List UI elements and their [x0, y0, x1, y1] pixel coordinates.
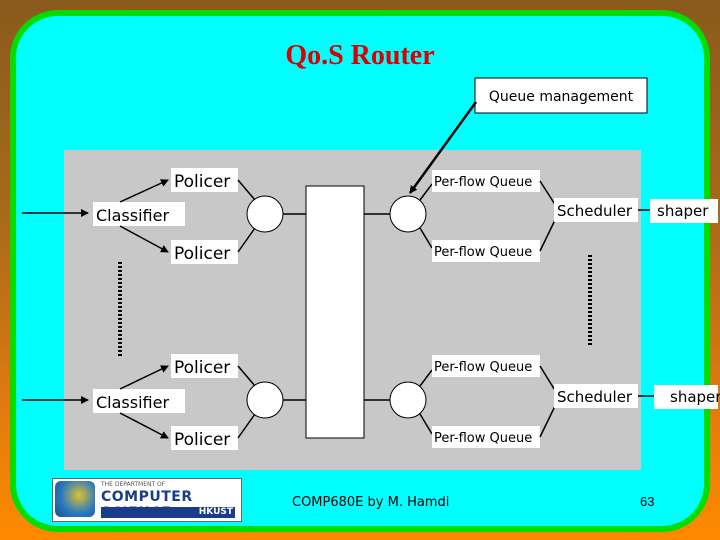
policer-label: Policer — [174, 430, 230, 450]
department-logo: THE DEPARTMENT OF COMPUTER SCIENCE HKUST — [52, 478, 242, 522]
classifier-box — [93, 202, 185, 226]
connector-line — [539, 365, 557, 393]
scheduler-box — [554, 384, 638, 408]
policer-box — [171, 168, 238, 192]
policer-merge-node — [246, 195, 284, 233]
policer-label: Policer — [174, 244, 230, 264]
connector-line — [237, 179, 256, 201]
queue-management-arrow — [408, 101, 478, 194]
connector-line — [237, 227, 256, 253]
connector-line — [237, 365, 256, 387]
connector-line — [419, 227, 433, 249]
switch-fabric — [305, 185, 365, 439]
policer-label: Policer — [174, 358, 230, 378]
logo-bar — [101, 507, 235, 518]
policer-merge-node — [246, 381, 284, 419]
slide-title: Qo.S Router — [285, 40, 435, 71]
classifier-to-policer-arrow — [119, 225, 169, 253]
connector-line — [419, 369, 433, 387]
hkust-emblem-icon — [55, 481, 95, 517]
connector-line — [539, 180, 557, 207]
footer-text: COMP680E by M. Hamdi — [292, 495, 450, 510]
scheduler-label: Scheduler — [557, 202, 633, 220]
shaper-box — [654, 385, 718, 409]
queue-split-node — [389, 381, 427, 419]
classifier-label: Classifier — [96, 393, 169, 412]
page-number: 63 — [640, 494, 655, 509]
per-flow-queue-box — [432, 170, 540, 192]
shaper-box — [650, 199, 718, 223]
connector-line — [419, 413, 433, 435]
logo-school: HKUST — [198, 507, 233, 517]
scheduler-label: Scheduler — [557, 388, 633, 406]
shaper-label: shaper — [657, 202, 709, 220]
classifier-label: Classifier — [96, 206, 169, 225]
shaper-label: shaper — [670, 388, 720, 406]
per-flow-queue-label: Per-flow Queue — [434, 360, 532, 375]
scheduler-box — [554, 198, 638, 222]
classifier-box — [93, 389, 185, 413]
queue-management-box — [474, 77, 648, 114]
policer-box — [171, 354, 238, 378]
classifier-to-policer-arrow — [119, 179, 169, 203]
per-flow-queue-label: Per-flow Queue — [434, 175, 532, 190]
policer-box — [171, 240, 238, 264]
connector-line — [419, 183, 433, 201]
queue-management-label: Queue management — [489, 89, 634, 105]
queue-split-node — [389, 195, 427, 233]
per-flow-queue-box — [432, 426, 540, 448]
policer-box — [171, 426, 238, 450]
policer-label: Policer — [174, 172, 230, 192]
connector-line — [237, 413, 256, 439]
connector-line — [539, 403, 557, 438]
per-flow-queue-label: Per-flow Queue — [434, 431, 532, 446]
per-flow-queue-box — [432, 240, 540, 262]
connector-line — [539, 217, 557, 252]
classifier-to-policer-arrow — [119, 412, 169, 439]
per-flow-queue-box — [432, 355, 540, 377]
classifier-to-policer-arrow — [119, 365, 169, 390]
logo-dept-text: THE DEPARTMENT OF — [101, 481, 166, 488]
per-flow-queue-label: Per-flow Queue — [434, 245, 532, 260]
